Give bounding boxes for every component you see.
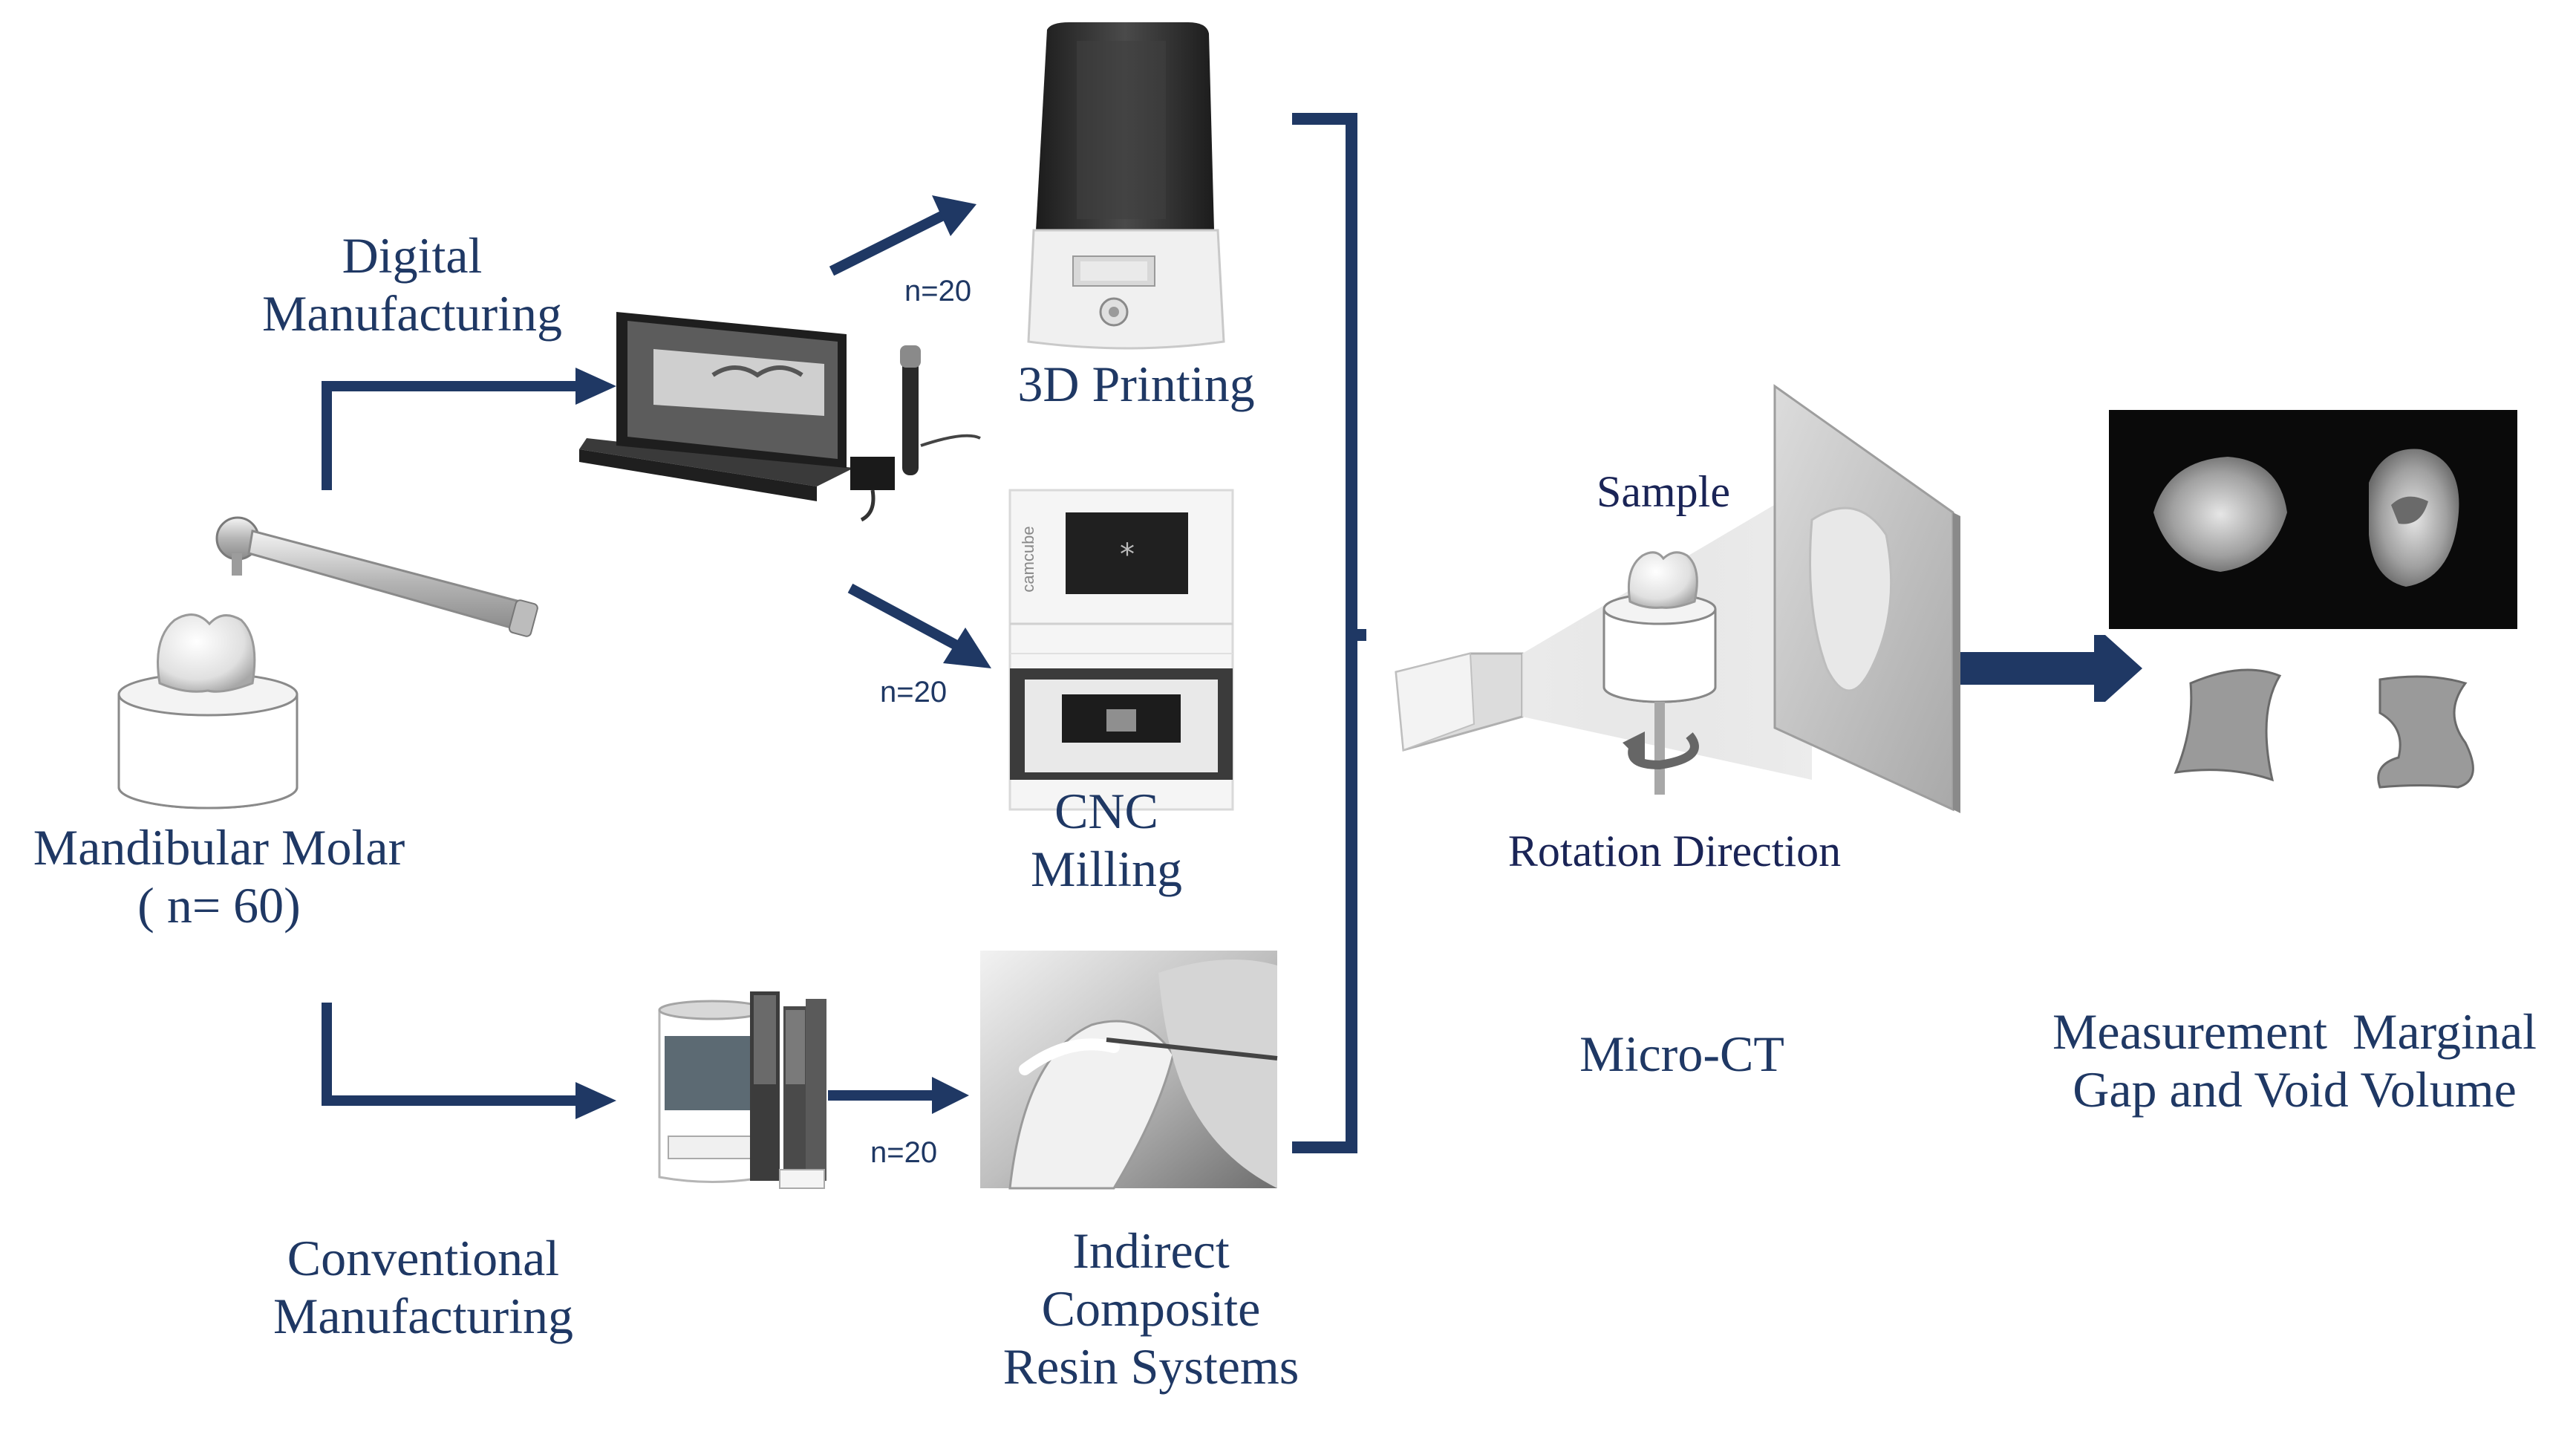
measurement-label: Measurement Marginal Gap and Void Volume <box>2020 1003 2569 1118</box>
arrow-to-printer-head <box>932 195 976 236</box>
xray-source-icon <box>1395 652 1524 752</box>
indirect-label-line3: Resin Systems <box>1002 1338 1300 1395</box>
indirect-label-line1: Indirect <box>1072 1222 1230 1279</box>
arrow-to-measurement-head <box>2094 635 2142 702</box>
n-cnc-label: n=20 <box>880 676 948 708</box>
milling-machine-icon: * <box>1008 489 1234 811</box>
detector-panel-icon <box>1773 384 1960 813</box>
svg-text:*: * <box>1120 538 1135 572</box>
cnc-label: CNC Milling <box>988 782 1225 898</box>
arrow-conventional-branch <box>322 1003 579 1106</box>
cnc-label-line1: CNC <box>1054 783 1158 839</box>
digital-label-line1: Digital <box>342 227 483 284</box>
rotation-label: Rotation Direction <box>1507 827 1842 876</box>
sample-label: Sample <box>1597 467 1730 516</box>
ct-tooth-icon <box>1627 551 1698 609</box>
arrow-to-mill-head <box>943 628 991 668</box>
measurement-label-line2: Gap and Void Volume <box>2073 1061 2517 1118</box>
tooth-icon <box>157 613 256 693</box>
ct-scan-image-icon <box>2109 410 2517 789</box>
printing-label: 3D Printing <box>1017 356 1255 412</box>
arrow-digital-branch <box>322 381 579 490</box>
molar-label-line1: Mandibular Molar <box>33 819 405 876</box>
laptop-scanner-icon <box>579 312 981 522</box>
arrow-to-mill <box>847 583 961 651</box>
arrow-to-printer <box>829 210 946 276</box>
hand-model-photo-icon <box>980 951 1278 1190</box>
3d-printer-icon <box>1027 22 1225 350</box>
indirect-label-line2: Composite <box>1041 1280 1261 1338</box>
molar-label-line2: ( n= 60) <box>137 877 301 934</box>
conventional-label-line1: Conventional <box>287 1230 560 1286</box>
conventional-label: Conventional Manufacturing <box>215 1229 631 1345</box>
arrow-digital-head <box>575 368 616 405</box>
n-print-label: n=20 <box>904 275 972 307</box>
microct-label: Micro-CT <box>1579 1026 1784 1082</box>
measurement-label-line1: Measurement Marginal <box>2052 1003 2537 1060</box>
molar-label: Mandibular Molar ( n= 60) <box>0 818 438 934</box>
molar-sample <box>117 613 299 809</box>
resin-kit-icon <box>658 991 826 1189</box>
merge-bracket <box>1292 113 1357 1153</box>
milling-brand-label: camcube <box>1019 526 1037 593</box>
rotation-arrow-icon <box>1623 732 1699 770</box>
arrow-to-measurement <box>1953 652 2101 685</box>
arrow-conventional-head <box>575 1082 616 1119</box>
digital-label: Digital Manufacturing <box>208 227 616 342</box>
flow-arrows <box>322 113 2142 1153</box>
gap-shape-left <box>2174 668 2282 782</box>
digital-label-line2: Manufacturing <box>261 285 563 342</box>
arrow-to-resin-head <box>932 1077 969 1114</box>
conventional-label-line2: Manufacturing <box>273 1288 574 1345</box>
indirect-label: Indirect Composite Resin Systems <box>958 1222 1344 1396</box>
ct-sample-stage <box>1602 551 1717 795</box>
dental-handpiece-icon <box>215 516 538 637</box>
n-resin-label: n=20 <box>870 1136 938 1169</box>
gap-shape-right <box>2377 675 2474 789</box>
cnc-label-line2: Milling <box>1030 841 1183 898</box>
